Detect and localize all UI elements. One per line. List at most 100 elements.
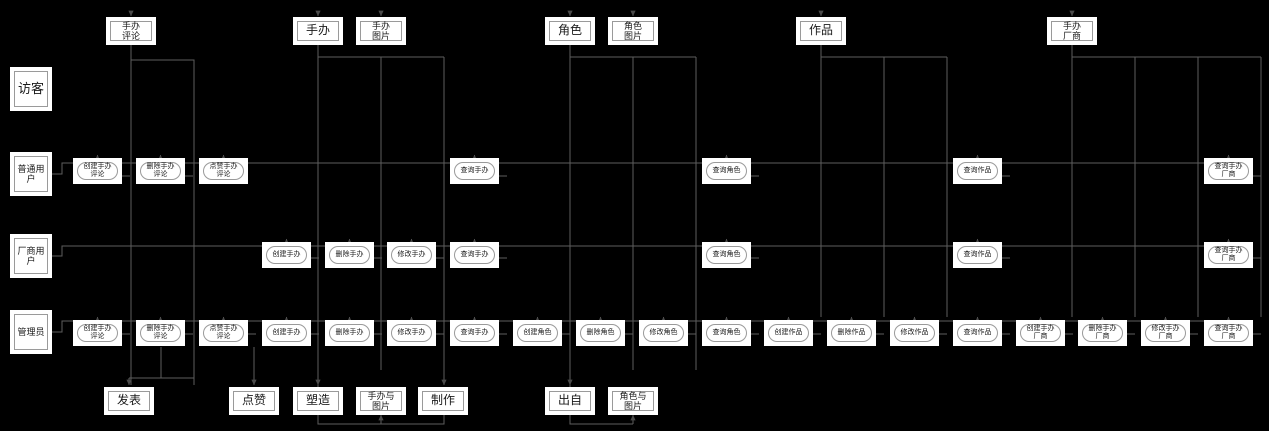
relation-figure-image[interactable]: 手办与图片: [356, 387, 406, 415]
uc-v-query-v-label: 查询手办厂商: [1214, 246, 1243, 262]
entity-figure-label: 手办: [305, 23, 330, 38]
relation-publish[interactable]: 发表: [104, 387, 154, 415]
uc-a-create-f-label: 创建手办: [272, 328, 301, 336]
uc-a-create-v[interactable]: 创建手办厂商: [1016, 320, 1065, 346]
uc-a-delete-w[interactable]: 删除作品: [827, 320, 876, 346]
relation-from[interactable]: 出自: [545, 387, 595, 415]
uc-a-modify-v-label: 修改手办厂商: [1151, 324, 1180, 340]
uc-u-like-fc[interactable]: 点赞手办评论: [199, 158, 248, 184]
relation-shape[interactable]: 塑造: [293, 387, 343, 415]
uc-a-modify-f-label: 修改手办: [397, 328, 426, 336]
uc-a-create-w-label: 创建作品: [774, 328, 803, 336]
actor-normal-user-label: 普通用户: [17, 163, 45, 184]
relation-from-label: 出自: [557, 393, 582, 408]
uc-u-query-c[interactable]: 查询角色: [702, 158, 751, 184]
uc-v-query-w[interactable]: 查询作品: [953, 242, 1002, 268]
uc-a-query-w[interactable]: 查询作品: [953, 320, 1002, 346]
uc-v-delete-f[interactable]: 删除手办: [325, 242, 374, 268]
entity-figure-comment-label: 手办评论: [121, 20, 140, 41]
uc-a-delete-fc-label: 删除手办评论: [146, 324, 175, 340]
uc-a-like-fc-label: 点赞手办评论: [209, 324, 238, 340]
uc-u-create-fc[interactable]: 创建手办评论: [73, 158, 122, 184]
uc-a-delete-v[interactable]: 删除手办厂商: [1078, 320, 1127, 346]
uc-a-create-w[interactable]: 创建作品: [764, 320, 813, 346]
uc-a-delete-c-label: 删除角色: [586, 328, 615, 336]
uc-a-modify-c-label: 修改角色: [649, 328, 678, 336]
relation-character-image-label: 角色与图片: [619, 390, 647, 411]
uc-a-query-f-label: 查询手办: [460, 328, 489, 336]
entity-figure[interactable]: 手办: [293, 17, 343, 45]
entity-figure-vendor-label: 手办厂商: [1062, 20, 1081, 41]
uc-a-delete-f[interactable]: 删除手办: [325, 320, 374, 346]
entity-figure-vendor[interactable]: 手办厂商: [1047, 17, 1097, 45]
actor-vendor-user-label: 厂商用户: [17, 245, 45, 266]
entity-character-image-label: 角色图片: [623, 20, 642, 41]
uc-v-modify-f[interactable]: 修改手办: [387, 242, 436, 268]
uc-v-create-f[interactable]: 创建手办: [262, 242, 311, 268]
uc-u-delete-fc[interactable]: 删除手办评论: [136, 158, 185, 184]
uc-v-query-v[interactable]: 查询手办厂商: [1204, 242, 1253, 268]
uc-a-create-fc-label: 创建手办评论: [83, 324, 112, 340]
uc-a-modify-f[interactable]: 修改手办: [387, 320, 436, 346]
uc-v-delete-f-label: 删除手办: [335, 250, 364, 258]
uc-a-create-f[interactable]: 创建手办: [262, 320, 311, 346]
relation-produce-label: 制作: [430, 393, 455, 408]
entity-work-label: 作品: [808, 23, 833, 38]
uc-a-query-v[interactable]: 查询手办厂商: [1204, 320, 1253, 346]
actor-admin[interactable]: 管理员: [10, 310, 52, 354]
uc-a-modify-w[interactable]: 修改作品: [890, 320, 939, 346]
uc-u-query-f[interactable]: 查询手办: [450, 158, 499, 184]
uc-u-query-v[interactable]: 查询手办厂商: [1204, 158, 1253, 184]
relation-shape-label: 塑造: [305, 393, 330, 408]
uc-a-delete-c[interactable]: 删除角色: [576, 320, 625, 346]
uc-a-create-c[interactable]: 创建角色: [513, 320, 562, 346]
uc-a-delete-f-label: 删除手办: [335, 328, 364, 336]
uc-a-delete-fc[interactable]: 删除手办评论: [136, 320, 185, 346]
relation-like[interactable]: 点赞: [229, 387, 279, 415]
uc-v-create-f-label: 创建手办: [272, 250, 301, 258]
uc-a-modify-w-label: 修改作品: [900, 328, 929, 336]
uc-a-query-c[interactable]: 查询角色: [702, 320, 751, 346]
uc-a-modify-v[interactable]: 修改手办厂商: [1141, 320, 1190, 346]
uc-u-query-v-label: 查询手办厂商: [1214, 162, 1243, 178]
uc-v-query-c-label: 查询角色: [712, 250, 741, 258]
uc-u-query-c-label: 查询角色: [712, 166, 741, 174]
relation-like-label: 点赞: [241, 393, 266, 408]
uc-a-like-fc[interactable]: 点赞手办评论: [199, 320, 248, 346]
actor-vendor-user[interactable]: 厂商用户: [10, 234, 52, 278]
uc-v-modify-f-label: 修改手办: [397, 250, 426, 258]
uc-a-query-f[interactable]: 查询手办: [450, 320, 499, 346]
entity-character[interactable]: 角色: [545, 17, 595, 45]
actor-visitor[interactable]: 访客: [10, 67, 52, 111]
entity-character-image[interactable]: 角色图片: [608, 17, 658, 45]
uc-u-query-f-label: 查询手办: [460, 166, 489, 174]
uc-u-query-w-label: 查询作品: [963, 166, 992, 174]
uc-a-query-w-label: 查询作品: [963, 328, 992, 336]
uc-a-create-v-label: 创建手办厂商: [1026, 324, 1055, 340]
uc-a-modify-c[interactable]: 修改角色: [639, 320, 688, 346]
relation-publish-label: 发表: [116, 393, 141, 408]
uc-v-query-f-label: 查询手办: [460, 250, 489, 258]
entity-figure-image[interactable]: 手办图片: [356, 17, 406, 45]
entity-figure-comment[interactable]: 手办评论: [106, 17, 156, 45]
actor-normal-user[interactable]: 普通用户: [10, 152, 52, 196]
uc-a-create-c-label: 创建角色: [523, 328, 552, 336]
uc-u-query-w[interactable]: 查询作品: [953, 158, 1002, 184]
actor-admin-label: 管理员: [17, 326, 45, 337]
uc-a-create-fc[interactable]: 创建手办评论: [73, 320, 122, 346]
uc-v-query-w-label: 查询作品: [963, 250, 992, 258]
uc-a-query-c-label: 查询角色: [712, 328, 741, 336]
uc-a-delete-v-label: 删除手办厂商: [1088, 324, 1117, 340]
uc-v-query-c[interactable]: 查询角色: [702, 242, 751, 268]
uc-u-like-fc-label: 点赞手办评论: [209, 162, 238, 178]
relation-produce[interactable]: 制作: [418, 387, 468, 415]
entity-character-label: 角色: [557, 23, 582, 38]
uc-u-create-fc-label: 创建手办评论: [83, 162, 112, 178]
uc-a-delete-w-label: 删除作品: [837, 328, 866, 336]
relation-character-image[interactable]: 角色与图片: [608, 387, 658, 415]
actor-visitor-label: 访客: [17, 80, 44, 96]
entity-work[interactable]: 作品: [796, 17, 846, 45]
uc-v-query-f[interactable]: 查询手办: [450, 242, 499, 268]
